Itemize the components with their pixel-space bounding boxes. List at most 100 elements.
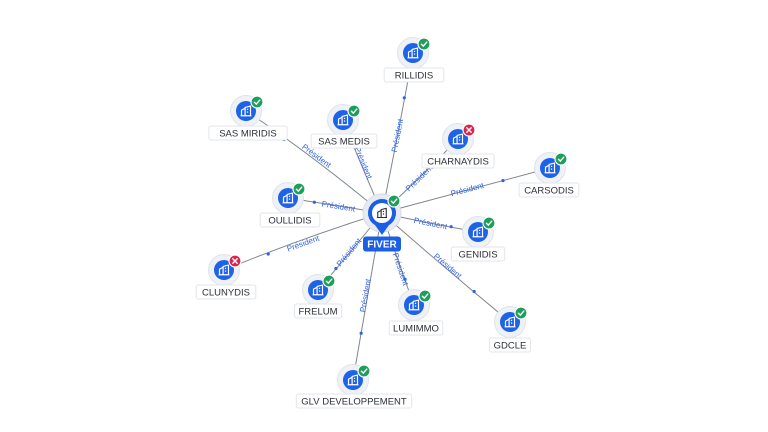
- building-icon: [240, 105, 252, 117]
- company-node-sas-miridis[interactable]: SAS MIRIDIS: [208, 95, 288, 141]
- center-node-fiver[interactable]: FIVER: [362, 193, 402, 252]
- active-status-badge: [322, 274, 336, 288]
- edge-label-president: Président: [335, 236, 364, 268]
- company-name-gdcle: GDCLE: [494, 340, 527, 351]
- company-name-carsodis: CARSODIS: [524, 185, 574, 196]
- check-icon: [350, 108, 358, 115]
- inactive-status-badge: [228, 254, 242, 268]
- company-node-genidis[interactable]: GENIDIS: [450, 216, 506, 262]
- company-name-sas-miridis: SAS MIRIDIS: [219, 128, 277, 139]
- active-status-badge: [292, 182, 306, 196]
- inactive-status-badge: [462, 123, 476, 137]
- active-status-badge: [418, 289, 432, 303]
- company-name-sas-medis: SAS MEDIS: [318, 136, 370, 147]
- company-name-oullidis: OULLIDIS: [268, 215, 311, 226]
- company-name-genidis-box: [450, 246, 506, 262]
- check-icon: [557, 156, 565, 163]
- cross-icon: [466, 127, 472, 133]
- building-icon: [218, 264, 230, 276]
- company-name-rillidis: RILLIDIS: [395, 70, 434, 81]
- check-icon: [325, 278, 333, 285]
- active-status-badge: [250, 95, 264, 109]
- active-status-badge: [514, 306, 528, 320]
- building-icon: [408, 299, 420, 311]
- building-icon: [452, 133, 464, 145]
- edge-label-president: Président: [450, 181, 486, 199]
- edge-label-president: Président: [358, 277, 373, 313]
- company-name-clunydis: CLUNYDIS: [202, 287, 250, 298]
- company-name-sas-medis-box: [310, 133, 378, 149]
- active-status-badge: [357, 364, 371, 378]
- edge-arrow: [266, 252, 270, 256]
- building-icon: [504, 316, 516, 328]
- building-icon: [407, 47, 419, 59]
- company-nodes: RILLIDIS SAS MIRIDIS SAS MEDIS CHARNAYDIS CA…: [195, 37, 580, 409]
- company-name-oullidis-box: [259, 212, 321, 228]
- edge-arrow: [359, 331, 363, 335]
- building-icon: [337, 114, 349, 126]
- company-name-frelum-box: [293, 303, 343, 319]
- edge-label-president: Président: [321, 199, 357, 213]
- company-node-gdcle[interactable]: GDCLE: [489, 306, 531, 353]
- center-name-box: [363, 236, 401, 252]
- company-name-lumimmo-box: [388, 320, 444, 336]
- company-name-charnaydis-box: [421, 153, 495, 169]
- edge-label-president: Président: [286, 233, 322, 253]
- edge-carsodis: [381, 167, 551, 214]
- check-icon: [295, 186, 303, 193]
- check-icon: [420, 41, 428, 48]
- company-name-carsodis-box: [518, 182, 580, 198]
- company-name-rillidis-box: [383, 67, 445, 83]
- company-name-clunydis-box: [195, 284, 257, 300]
- edge-glv-developpement: [352, 212, 383, 381]
- check-icon: [253, 99, 261, 106]
- check-icon: [390, 198, 398, 205]
- active-status-badge: [482, 216, 496, 230]
- company-node-charnaydis[interactable]: CHARNAYDIS: [421, 123, 495, 169]
- company-name-genidis: GENIDIS: [458, 249, 497, 260]
- company-node-carsodis[interactable]: CARSODIS: [518, 152, 580, 198]
- building-icon: [312, 284, 324, 296]
- active-status-badge: [417, 37, 431, 51]
- edge-arrow: [403, 277, 407, 281]
- company-node-frelum[interactable]: FRELUM: [293, 274, 343, 319]
- company-node-oullidis[interactable]: OULLIDIS: [259, 182, 321, 228]
- company-name-frelum: FRELUM: [298, 306, 337, 317]
- company-name-lumimmo: LUMIMMO: [393, 323, 439, 334]
- edge-label-president: Président: [353, 146, 375, 181]
- company-name-charnaydis: CHARNAYDIS: [427, 156, 489, 167]
- company-name-glv-developpement: GLV DEVELOPPEMENT: [301, 396, 407, 407]
- company-node-lumimmo[interactable]: LUMIMMO: [388, 289, 444, 336]
- edge-arrow: [501, 179, 505, 183]
- building-icon: [544, 162, 556, 174]
- edge-arrow: [472, 289, 476, 294]
- edge-arrow: [312, 200, 316, 204]
- company-name-glv-developpement-box: [295, 393, 413, 409]
- company-name-gdcle-box: [489, 337, 531, 353]
- active-status-badge: [387, 194, 401, 208]
- check-icon: [421, 293, 429, 300]
- company-node-clunydis[interactable]: CLUNYDIS: [195, 254, 257, 300]
- building-icon: [472, 226, 484, 238]
- company-node-glv-developpement[interactable]: GLV DEVELOPPEMENT: [295, 364, 413, 409]
- company-node-rillidis[interactable]: RILLIDIS: [383, 37, 445, 83]
- building-icon: [347, 374, 359, 386]
- center-name: FIVER: [367, 240, 397, 251]
- building-icon: [282, 192, 294, 204]
- edge-sas-miridis: [245, 110, 383, 214]
- edge-label-president: Président: [390, 117, 405, 153]
- check-icon: [485, 220, 493, 227]
- edge-arrow: [449, 225, 453, 229]
- active-status-badge: [554, 152, 568, 166]
- active-status-badge: [347, 104, 361, 118]
- edge-arrow: [402, 96, 406, 100]
- check-icon: [517, 310, 525, 317]
- check-icon: [360, 368, 368, 375]
- edge-label-president: Président: [413, 216, 449, 232]
- edge-label-president: Président: [391, 252, 411, 288]
- company-node-sas-medis[interactable]: SAS MEDIS: [310, 104, 378, 149]
- building-icon: [376, 207, 388, 219]
- cross-icon: [232, 258, 238, 264]
- company-name-sas-miridis-box: [208, 125, 288, 141]
